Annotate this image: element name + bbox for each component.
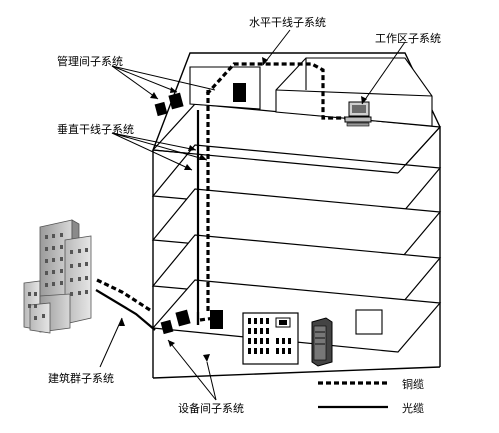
top-patch-panel bbox=[168, 92, 184, 110]
building-group-fiber-cable bbox=[95, 289, 156, 331]
building-group-copper-cable bbox=[96, 278, 151, 312]
legend-fiber-label: 光缆 bbox=[402, 402, 424, 415]
label-management-subsystem: 管理间子系统 bbox=[57, 55, 123, 68]
computer-icon bbox=[344, 101, 372, 127]
legend bbox=[318, 381, 388, 409]
equipment-room-wall bbox=[355, 309, 383, 335]
top-switch-box bbox=[233, 83, 246, 102]
bottom-patch-panel bbox=[175, 309, 191, 327]
label-work-area-subsystem: 工作区子系统 bbox=[375, 32, 441, 45]
legend-copper-label: 铜缆 bbox=[402, 378, 424, 391]
fiber-cables bbox=[95, 110, 200, 331]
label-vertical-subsystem: 垂直干线子系统 bbox=[57, 123, 134, 136]
building-group-icon bbox=[23, 219, 92, 334]
server-icon bbox=[311, 317, 333, 367]
arrowheads bbox=[119, 57, 367, 362]
bottom-switch-box bbox=[210, 310, 223, 329]
label-building-group-subsystem: 建筑群子系统 bbox=[48, 372, 114, 385]
annotation-leaders bbox=[99, 29, 406, 401]
horizontal-copper-cable bbox=[205, 62, 345, 120]
equipment-rack bbox=[242, 312, 299, 365]
top-floor-rooms bbox=[189, 57, 433, 127]
distribution-panels bbox=[154, 83, 246, 335]
label-horizontal-subsystem: 水平干线子系统 bbox=[249, 16, 326, 29]
label-equipment-subsystem: 设备间子系统 bbox=[178, 402, 244, 415]
